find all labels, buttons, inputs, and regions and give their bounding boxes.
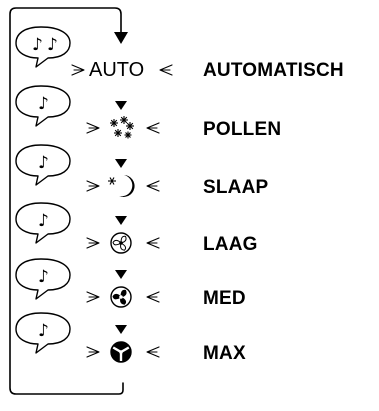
indicator-flash-0 bbox=[71, 64, 173, 76]
beep-bubble-1: ♪ bbox=[15, 85, 71, 127]
indicator-flash-4 bbox=[86, 291, 160, 303]
music-note-icon: ♪ bbox=[38, 267, 49, 287]
beep-bubble-0: ♪♪ bbox=[15, 26, 71, 68]
indicator-flash-5 bbox=[86, 346, 160, 358]
fan-max-icon bbox=[110, 341, 132, 363]
mode-label-automatisch: AUTOMATISCH bbox=[203, 60, 344, 81]
beep-bubble-5: ♪ bbox=[15, 312, 71, 354]
beep-bubble-3: ♪ bbox=[15, 202, 71, 244]
music-note-icon: ♪ bbox=[32, 35, 43, 55]
mode-label-pollen: POLLEN bbox=[203, 119, 282, 140]
music-note-icon: ♪ bbox=[38, 153, 49, 173]
music-note-icon: ♪ bbox=[38, 321, 49, 341]
cycle-loop-arrowhead bbox=[114, 32, 128, 44]
fan-low-icon bbox=[110, 232, 132, 254]
indicator-flash-3 bbox=[86, 237, 160, 249]
indicator-flash-2 bbox=[86, 180, 160, 192]
music-note-icon: ♪ bbox=[38, 94, 49, 114]
beep-bubble-2: ♪ bbox=[15, 144, 71, 186]
indicator-flash-1 bbox=[86, 122, 160, 134]
fan-medium-icon bbox=[110, 286, 132, 308]
step-arrow-2 bbox=[115, 159, 127, 168]
sleep-moon-icon bbox=[108, 175, 135, 197]
music-note-icon: ♪ bbox=[47, 35, 58, 55]
mode-label-slaap: SLAAP bbox=[203, 177, 269, 198]
pollen-icon bbox=[110, 116, 134, 139]
beep-bubble-4: ♪ bbox=[15, 258, 71, 300]
step-arrow-5 bbox=[115, 325, 127, 334]
cycle-loop-line bbox=[9, 7, 124, 395]
mode-label-max: MAX bbox=[203, 343, 246, 364]
step-arrow-3 bbox=[115, 216, 127, 225]
auto-display-text: AUTO bbox=[89, 59, 145, 81]
mode-label-med: MED bbox=[203, 288, 246, 309]
mode-label-laag: LAAG bbox=[203, 234, 258, 255]
step-arrow-4 bbox=[115, 270, 127, 279]
music-note-icon: ♪ bbox=[38, 211, 49, 231]
step-arrow-1 bbox=[115, 101, 127, 110]
